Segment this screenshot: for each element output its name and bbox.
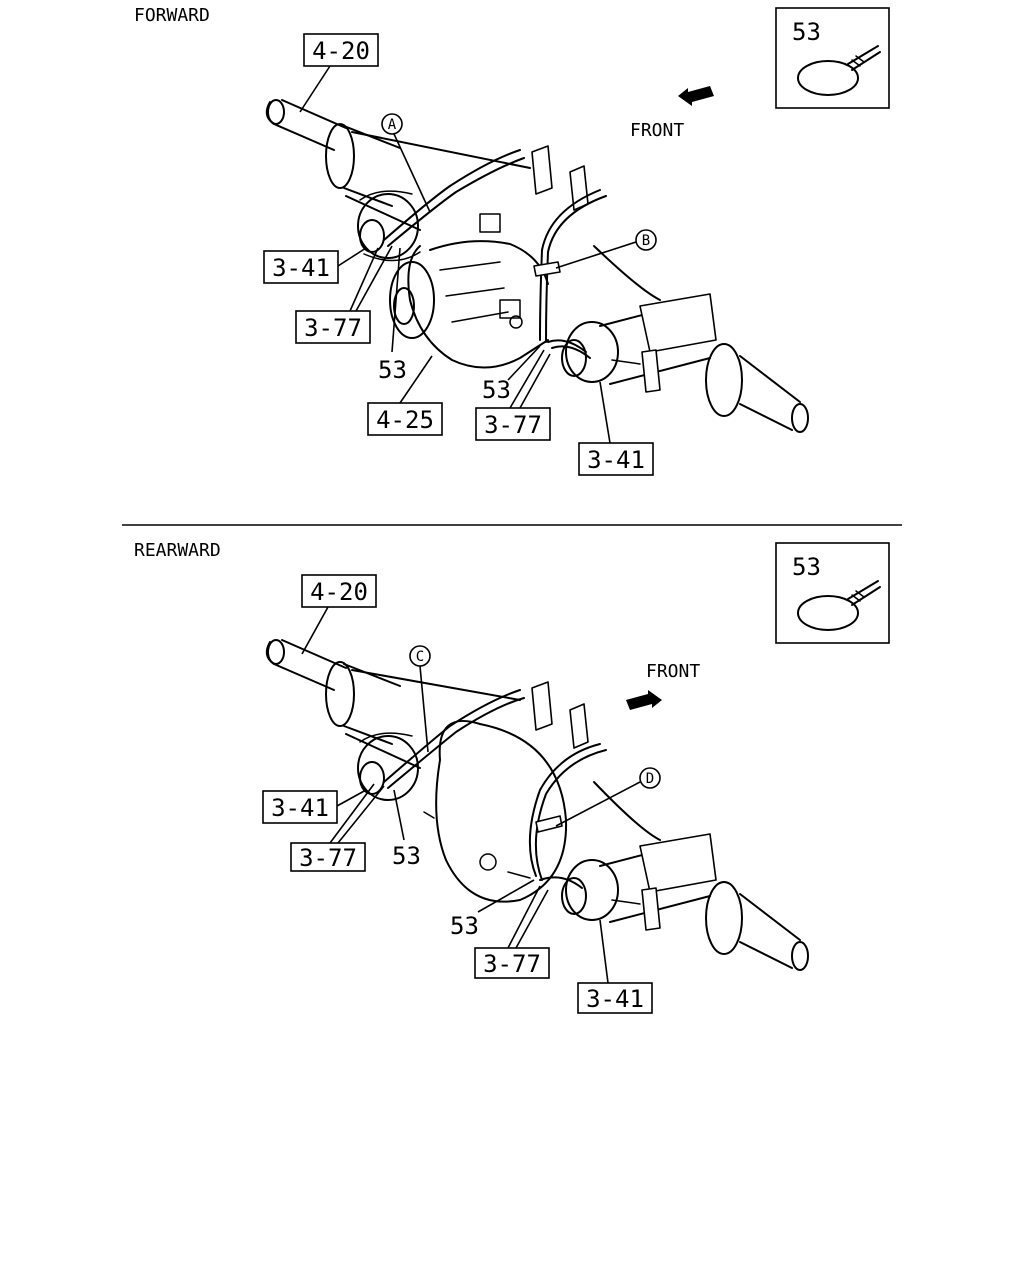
section-header-rearward: REARWARD	[134, 540, 221, 561]
front-label: FRONT	[646, 661, 700, 682]
callout-left-band: 53	[392, 842, 421, 870]
rearward-section: REARWARD 53 FRONT	[134, 540, 890, 1014]
leader-left-band	[393, 789, 405, 841]
callout-left-clip: 3-77	[295, 245, 393, 344]
callout-right-band: 53	[450, 912, 479, 940]
section-header-forward: FORWARD	[134, 5, 210, 26]
marker-c: C	[409, 645, 431, 753]
svg-text:3-77: 3-77	[304, 314, 362, 342]
callout-left-band: 53	[378, 356, 407, 384]
inset-part-number: 53	[792, 18, 821, 46]
callout-shaft: 4-20	[301, 574, 377, 655]
callout-right-clip: 3-77	[474, 885, 550, 979]
svg-text:4-20: 4-20	[310, 578, 368, 606]
svg-text:3-77: 3-77	[299, 844, 357, 872]
svg-text:C: C	[416, 649, 424, 665]
svg-text:4-20: 4-20	[312, 37, 370, 65]
callout-left-clip: 3-77	[290, 783, 385, 872]
callout-right-band: 53	[482, 376, 511, 404]
axle-assembly-rearward	[265, 639, 809, 971]
marker-b: B	[555, 229, 657, 269]
svg-text:3-77: 3-77	[484, 411, 542, 439]
svg-text:3-77: 3-77	[483, 950, 541, 978]
svg-text:3-41: 3-41	[586, 985, 644, 1013]
leader-left-band	[391, 247, 401, 353]
svg-text:3-41: 3-41	[271, 794, 329, 822]
inset-part-number: 53	[792, 553, 821, 581]
band-clamp-icon	[797, 580, 881, 631]
callout-left-joint: 3-41	[263, 247, 367, 284]
leader-right-band	[477, 879, 535, 913]
front-direction-arrow-icon	[678, 86, 714, 106]
inset-clamp-rearward: 53	[775, 542, 890, 644]
svg-text:3-41: 3-41	[587, 446, 645, 474]
svg-text:3-41: 3-41	[272, 254, 330, 282]
front-label: FRONT	[630, 120, 684, 141]
marker-a: A	[381, 113, 431, 213]
callout-left-joint: 3-41	[262, 789, 367, 824]
callout-right-joint: 3-41	[577, 919, 653, 1014]
callout-housing: 4-25	[367, 355, 443, 436]
svg-text:A: A	[388, 117, 397, 133]
axle-assembly-forward	[265, 99, 809, 433]
svg-text:D: D	[646, 771, 654, 787]
callout-right-clip: 3-77	[475, 349, 551, 441]
front-direction-arrow-icon	[626, 690, 662, 710]
inset-clamp-forward: 53	[775, 7, 890, 109]
forward-section: FORWARD 53 FRONT	[134, 5, 890, 476]
svg-text:4-25: 4-25	[376, 406, 434, 434]
leader-right-band	[507, 345, 541, 381]
callout-right-joint: 3-41	[578, 381, 654, 476]
band-clamp-icon	[797, 45, 881, 96]
callout-shaft: 4-20	[299, 33, 379, 113]
marker-d: D	[555, 767, 661, 827]
svg-text:B: B	[642, 233, 650, 249]
